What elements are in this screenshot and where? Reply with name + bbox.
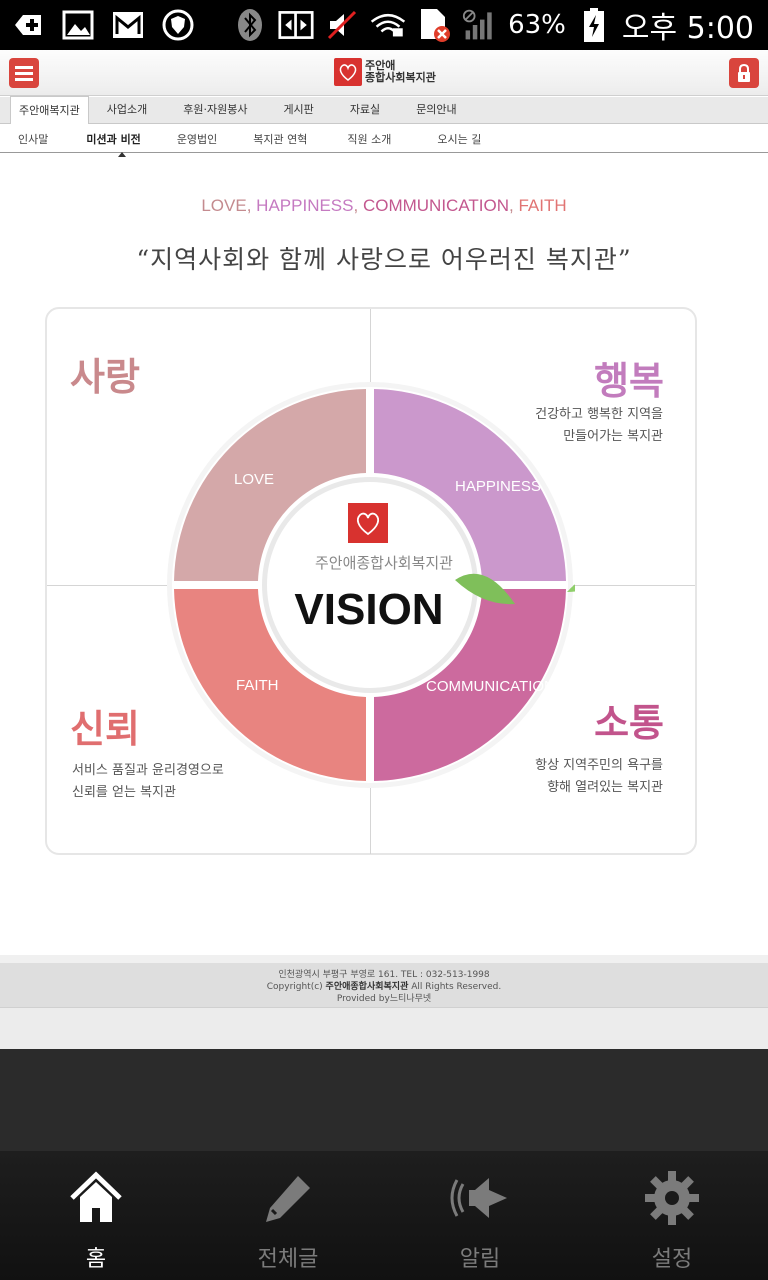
communication-desc-line: 항상 지역주민의 욕구를 (535, 758, 663, 773)
ring-center (267, 482, 473, 688)
tab-notifications-label: 알림 (459, 1247, 501, 1272)
tab-settings-label: 설정 (651, 1247, 693, 1272)
battery-percent: 63% (508, 10, 566, 40)
tab-home-label: 홈 (85, 1247, 107, 1272)
tagline-separator: , (246, 196, 252, 215)
values-tagline: LOVE, HAPPINESS, COMMUNICATION, FAITH (0, 196, 768, 216)
battery-charging-icon (576, 8, 612, 42)
secondary-nav: 인사말 미션과 비전 운영법인 복지관 연혁 직원 소개 오시는 길 (0, 125, 768, 157)
lock-icon (738, 63, 750, 82)
logo-line2: 종합사회복지관 (365, 71, 436, 84)
faith-description: 서비스 품질과 윤리경영으로 신뢰를 얻는 복지관 (72, 760, 224, 804)
happiness-title: 행복 (594, 359, 664, 403)
nav-item-resources[interactable]: 자료실 (349, 103, 381, 116)
tab-notifications[interactable]: 알림 (384, 1151, 576, 1280)
faith-desc-line: 신뢰를 얻는 복지관 (72, 785, 176, 800)
nav-item-contact[interactable]: 문의안내 (416, 103, 457, 116)
nav-item-volunteer[interactable]: 후원·자원봉사 (183, 103, 248, 116)
tagline-separator: , (353, 196, 359, 215)
footer-address: 인천광역시 부평구 부영로 161. TEL : 032-513-1998 (278, 970, 490, 980)
status-bar: 63% 오후 5:00 (0, 0, 768, 50)
sim-error-icon (416, 9, 452, 42)
love-title: 사랑 (70, 355, 140, 399)
add-icon (10, 9, 46, 41)
mute-icon (324, 9, 360, 41)
subnav-item-directions[interactable]: 오시는 길 (437, 132, 482, 146)
site-logo[interactable]: 주안애 종합사회복지관 (334, 58, 436, 86)
clock: 오후 5:00 (621, 11, 754, 46)
footer-org: 주안애종합사회복지관 (325, 982, 409, 992)
signal-icon (462, 9, 498, 41)
tab-all-posts[interactable]: 전체글 (192, 1151, 384, 1280)
segment-love (174, 389, 366, 581)
communication-title: 소통 (594, 701, 664, 745)
nav-item-board[interactable]: 게시판 (283, 103, 314, 116)
app-header: 주안애 종합사회복지관 (0, 50, 768, 96)
tagline-love: LOVE (201, 196, 247, 215)
center-org-name: 주안애종합사회복지관 (314, 554, 453, 572)
ring-label-faith: FAITH (236, 677, 279, 694)
gmail-icon (110, 9, 146, 41)
ring-label-happiness: HAPPINESS (455, 478, 541, 495)
subnav-item-staff[interactable]: 직원 소개 (347, 132, 392, 146)
happiness-description: 건강하고 행복한 지역을 만들어가는 복지관 (535, 404, 663, 448)
wifi-lock-icon (370, 9, 406, 41)
pencil-icon (256, 1167, 320, 1229)
image-icon (60, 9, 96, 41)
vision-slogan: “지역사회와 함께 사랑으로 어우러진 복지관” (136, 245, 632, 274)
footer-copyright-prefix: Copyright(c) (266, 982, 326, 992)
nav-item-business[interactable]: 사업소개 (106, 103, 148, 116)
footer-copyright-suffix: All Rights Reserved. (408, 982, 502, 992)
hamburger-icon (15, 66, 33, 81)
subnav-item-foundation[interactable]: 운영법인 (176, 132, 218, 146)
logo-heart-icon (334, 58, 362, 86)
tagline-happiness: HAPPINESS (256, 196, 354, 215)
subnav-item-greeting[interactable]: 인사말 (18, 132, 49, 146)
speaker-icon (448, 1167, 512, 1229)
login-button[interactable] (729, 58, 759, 88)
nav-item-about[interactable]: 주안애복지관 (10, 96, 89, 124)
home-icon (64, 1167, 128, 1229)
subnav-item-mission[interactable]: 미션과 비전 (76, 131, 166, 157)
happiness-desc-line: 만들어가는 복지관 (563, 429, 663, 444)
bluetooth-icon (232, 9, 268, 41)
footer-spacer (0, 1007, 768, 1049)
tagline-communication: COMMUNICATION (362, 196, 510, 215)
tab-all-posts-label: 전체글 (257, 1247, 319, 1272)
screen-mirror-icon (278, 9, 314, 41)
ring-label-communication: COMMUNICATION (426, 678, 555, 695)
primary-nav: 주안애복지관 사업소개 후원·자원봉사 게시판 자료실 문의안내 (0, 96, 768, 124)
segment-faith (174, 589, 366, 781)
happiness-desc-line: 건강하고 행복한 지역을 (535, 407, 663, 422)
vision-heading: VISION (294, 585, 444, 634)
faith-title: 신뢰 (70, 707, 140, 751)
center-logo-icon (348, 503, 388, 543)
tab-settings[interactable]: 설정 (576, 1151, 768, 1280)
ring-label-love: LOVE (234, 471, 275, 488)
subnav-item-history[interactable]: 복지관 연혁 (253, 132, 308, 146)
empty-area (0, 1049, 768, 1151)
segment-communication (374, 589, 566, 781)
shield-icon (160, 9, 196, 41)
vision-ring-diagram (167, 382, 575, 788)
footer-copyright: Copyright(c) 주안애종합사회복지관 All Rights Reser… (0, 981, 768, 993)
faith-desc-line: 서비스 품질과 윤리경영으로 (72, 763, 224, 778)
leaf-icon (567, 584, 575, 592)
communication-desc-line: 향해 열려있는 복지관 (547, 780, 663, 795)
footer-provider: Provided by느티나무넷 (336, 994, 432, 1004)
site-footer: 인천광역시 부평구 부영로 161. TEL : 032-513-1998 Co… (0, 955, 768, 1007)
logo-line1: 주안애 (365, 59, 396, 72)
leaf-icon (455, 573, 515, 605)
tab-home[interactable]: 홈 (0, 1151, 192, 1280)
communication-description: 항상 지역주민의 욕구를 향해 열려있는 복지관 (535, 755, 663, 799)
tagline-separator: , (509, 196, 514, 215)
gear-icon (640, 1167, 704, 1229)
menu-button[interactable] (9, 58, 39, 88)
segment-happiness (374, 389, 566, 581)
tagline-faith: FAITH (518, 196, 567, 215)
bottom-tab-bar: 홈 전체글 알림 설정 (0, 1151, 768, 1280)
